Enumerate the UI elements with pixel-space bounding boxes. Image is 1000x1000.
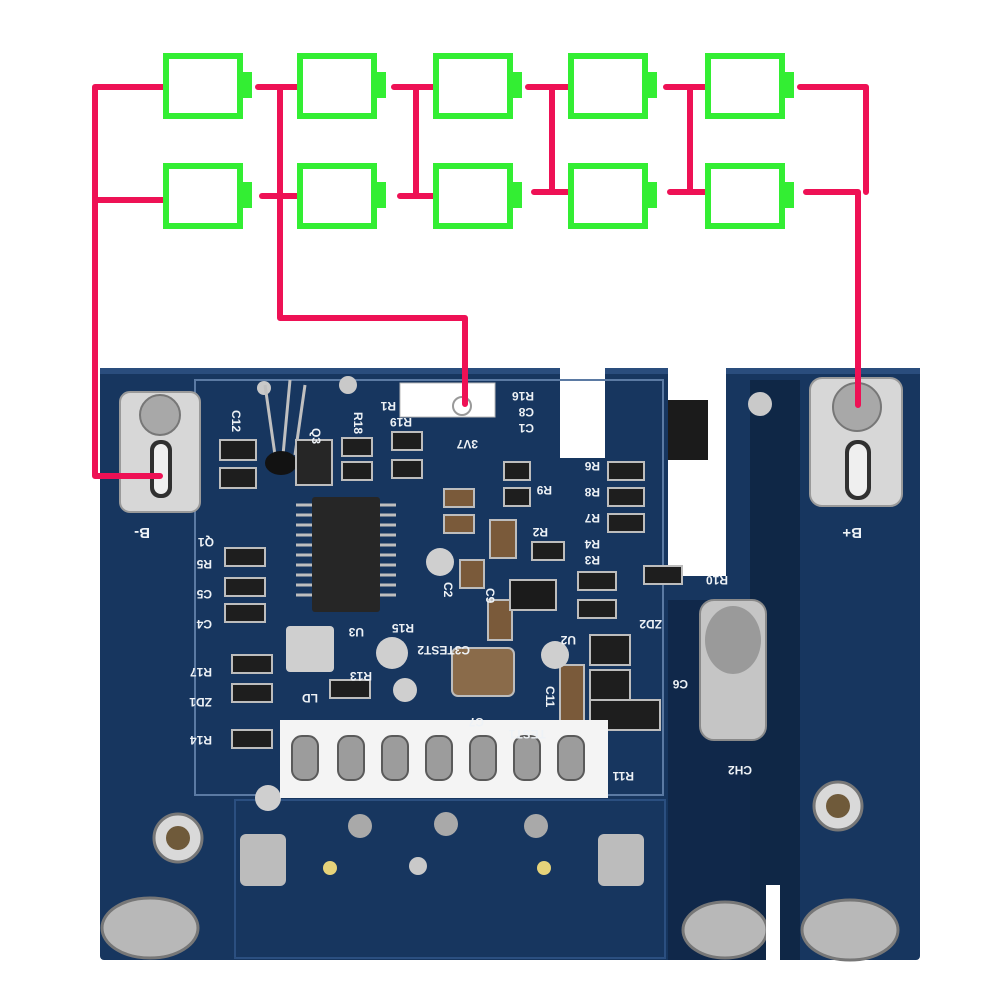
- battery-cell: [433, 53, 522, 119]
- battery-cell-terminal: [374, 182, 386, 208]
- test-pads: [255, 548, 569, 811]
- battery-cell: [163, 163, 252, 229]
- battery-cell: [568, 53, 657, 119]
- battery-cell-terminal: [645, 182, 657, 208]
- label-c12: C12: [229, 410, 243, 432]
- label-r16: R16: [512, 389, 534, 403]
- label-r8: R8: [584, 485, 600, 499]
- pcb-slot-top-right: [668, 368, 726, 576]
- label-r10: R10: [706, 573, 728, 587]
- label-r18: R18: [351, 412, 365, 434]
- battery-cell-body: [705, 163, 785, 229]
- label-ch2: CH2: [728, 763, 752, 777]
- label-3v7: 3V7: [456, 437, 478, 451]
- battery-cell: [705, 53, 794, 119]
- label-b-minus: B-: [134, 524, 150, 541]
- label-u3: U3: [348, 625, 364, 639]
- q3-transistor: [263, 379, 307, 475]
- label-b-plus: B+: [842, 524, 862, 541]
- label-c4: C4: [196, 617, 212, 631]
- battery-cell-body: [297, 53, 377, 119]
- label-c6: C6: [672, 677, 688, 691]
- label-r17: R17: [190, 665, 212, 679]
- label-r19: R19: [390, 415, 412, 429]
- label-r9: R9: [536, 483, 552, 497]
- label-c8: C8: [518, 405, 534, 419]
- battery-cell: [705, 163, 794, 229]
- label-zd2: ZD2: [639, 617, 662, 631]
- battery-cell-body: [433, 163, 513, 229]
- label-c2: C2: [441, 582, 455, 598]
- label-r5: R5: [196, 557, 212, 571]
- wire-left-bus: [92, 84, 169, 479]
- label-r7: R7: [584, 511, 600, 525]
- label-r2: R2: [532, 525, 548, 539]
- wire-j3: [525, 84, 576, 195]
- label-c5: C5: [196, 587, 212, 601]
- label-c3test2: C3TEST2: [417, 643, 470, 657]
- battery-cell: [163, 53, 252, 119]
- battery-cell-terminal: [782, 182, 794, 208]
- lower-pads: [100, 599, 900, 962]
- pin-header: [280, 720, 608, 798]
- label-r6: R6: [584, 459, 600, 473]
- wire-j4: [663, 84, 711, 195]
- label-r14: R14: [190, 733, 212, 747]
- label-zd1: ZD1: [189, 695, 212, 709]
- label-q1: Q1: [198, 535, 214, 549]
- battery-cells: [163, 53, 794, 229]
- silkscreen-labels: B- B+ CH2 Q1 Q3 C12 R18 R19 R1 R16 C8 C1…: [134, 389, 862, 783]
- label-r13: R13: [350, 669, 372, 683]
- label-c1: C1: [518, 421, 534, 435]
- wiring: [92, 84, 869, 479]
- label-r3: R3: [584, 553, 600, 567]
- battery-cell-terminal: [510, 182, 522, 208]
- label-c11: C11: [543, 686, 557, 708]
- pad-b-minus: [119, 391, 201, 513]
- battery-cell-body: [568, 163, 648, 229]
- label-r4: R4: [584, 537, 600, 551]
- wire-right-bus: [797, 84, 869, 408]
- battery-cell-body: [163, 163, 243, 229]
- label-u2: U2: [560, 633, 576, 647]
- label-test1: TEST1: [508, 727, 546, 741]
- battery-cell: [297, 53, 386, 119]
- battery-cell-body: [163, 53, 243, 119]
- wire-tap-3v7: [255, 84, 468, 407]
- label-ld: LD: [302, 691, 318, 705]
- ic-u3: [296, 497, 396, 612]
- pcb-slot-top-middle: [560, 368, 605, 458]
- battery-cell-body: [433, 53, 513, 119]
- label-r11: R11: [612, 769, 634, 783]
- battery-cell-terminal: [374, 72, 386, 98]
- battery-cell-terminal: [240, 182, 252, 208]
- battery-cell-terminal: [240, 72, 252, 98]
- label-c7: C7: [468, 715, 484, 729]
- battery-cell: [297, 163, 386, 229]
- pcb-board: B- B+ CH2 Q1 Q3 C12 R18 R19 R1 R16 C8 C1…: [100, 368, 920, 962]
- label-q3: Q3: [309, 428, 323, 444]
- battery-cell-body: [568, 53, 648, 119]
- battery-cell-body: [297, 163, 377, 229]
- battery-cell-body: [705, 53, 785, 119]
- label-c9: C9: [483, 588, 497, 604]
- label-r1: R1: [380, 399, 396, 413]
- label-r15: R15: [392, 621, 414, 635]
- battery-cell-terminal: [510, 72, 522, 98]
- battery-cell: [433, 163, 522, 229]
- smd-components: [219, 431, 683, 749]
- battery-cell-terminal: [782, 72, 794, 98]
- battery-cell-terminal: [645, 72, 657, 98]
- battery-cell: [568, 163, 657, 229]
